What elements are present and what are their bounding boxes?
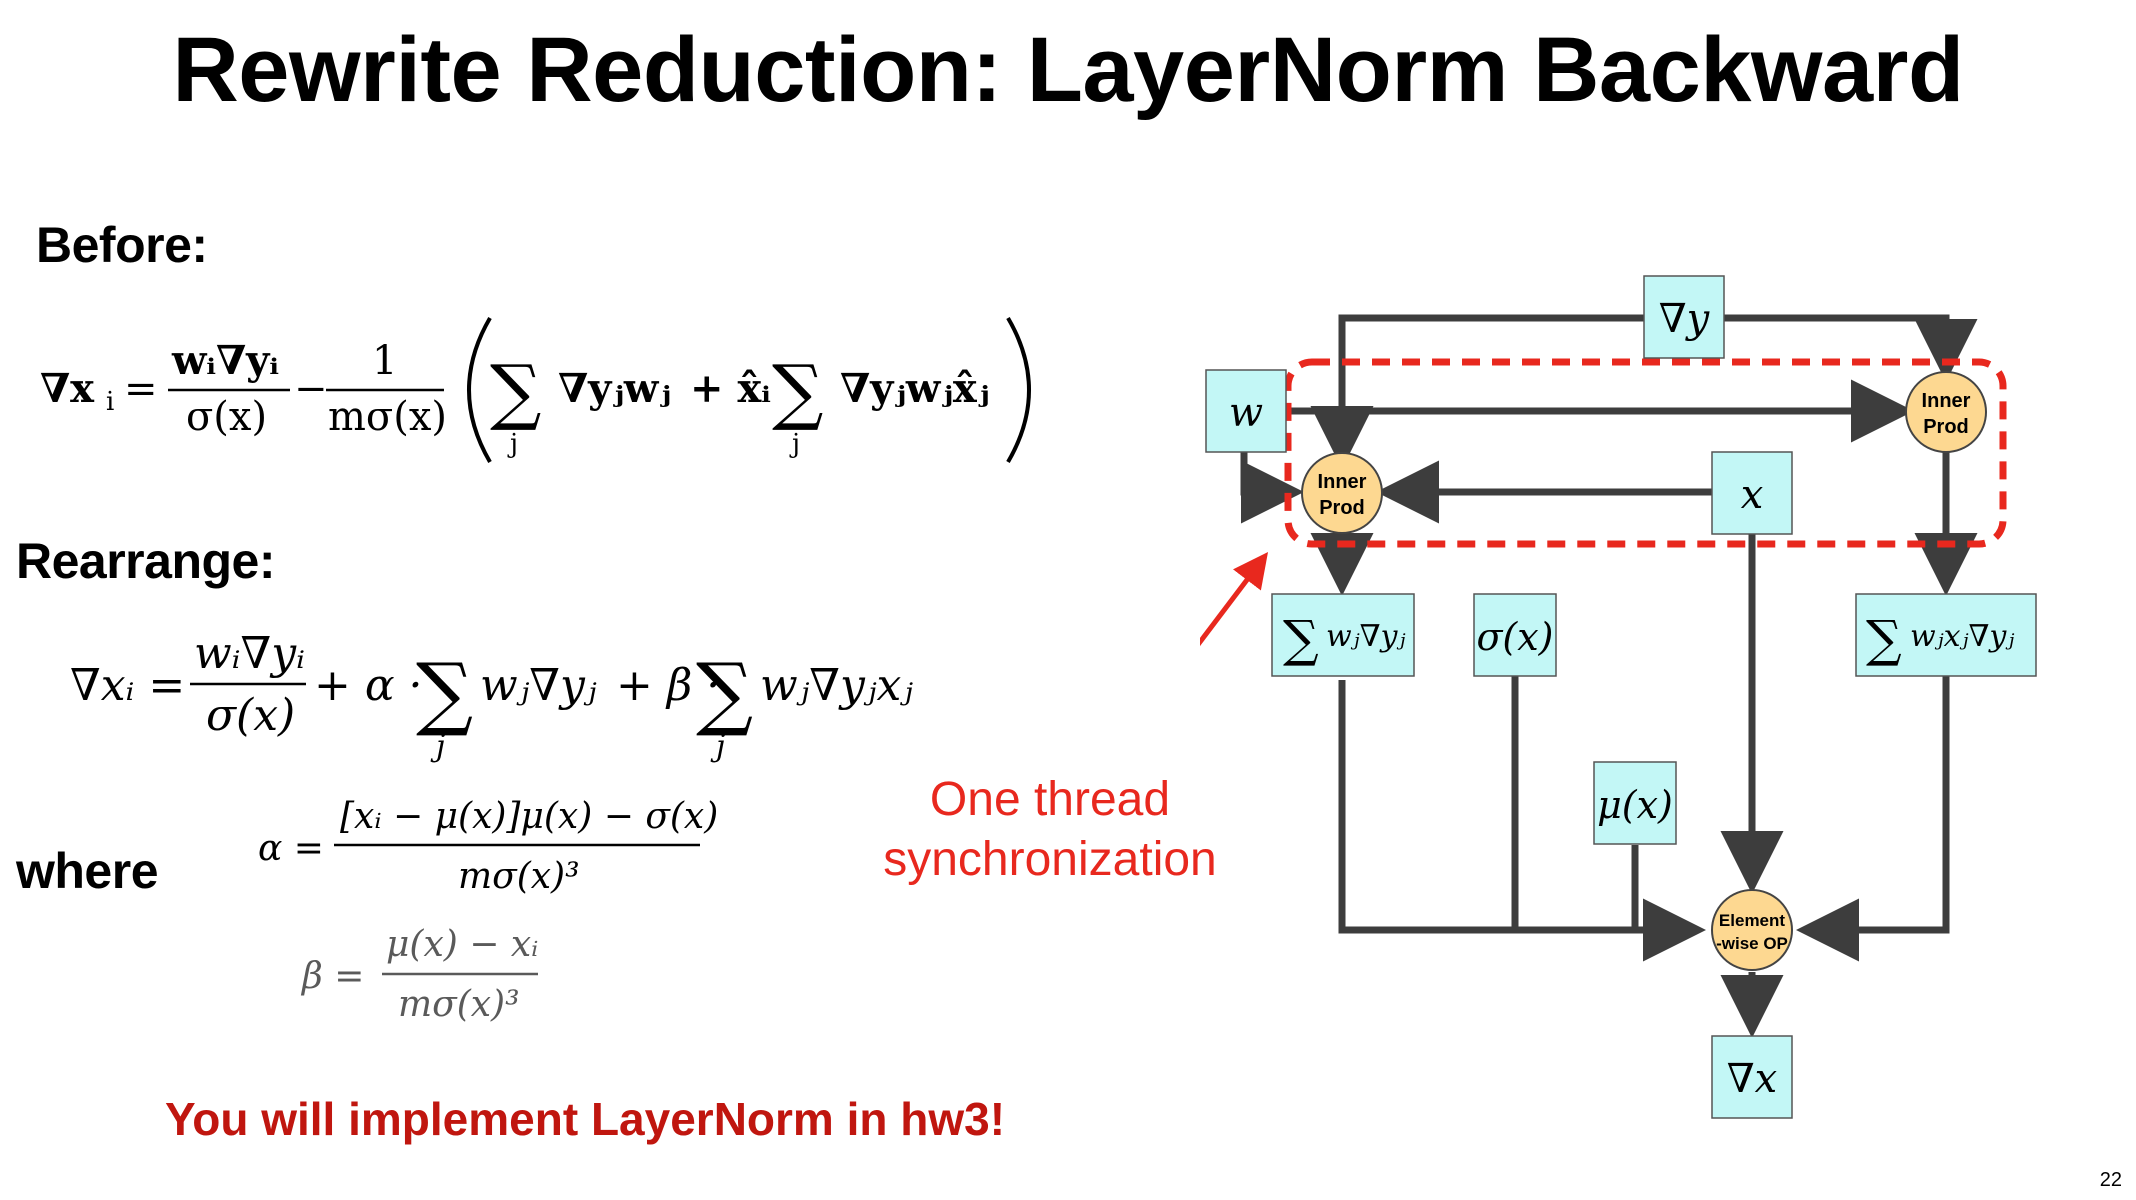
sync-pointer-arrow (1200, 552, 1269, 647)
sync-note: One thread synchronization (860, 770, 1240, 890)
svg-text:Inner: Inner (1922, 390, 1971, 412)
before-sum-a-term: ∇yⱼwⱼ (558, 365, 671, 412)
alpha-den: mσ(x)³ (458, 856, 580, 897)
alpha-lhs: α = (258, 828, 324, 869)
rearrange-sum-b-symbol: ∑ (696, 646, 753, 739)
rearrange-label: Rearrange: (16, 533, 276, 589)
rearrange-t1-num: wᵢ∇yᵢ (194, 628, 305, 679)
box-grad-y: ∇y (1643, 275, 1725, 359)
box-x: x (1711, 451, 1793, 535)
before-sum-b-symbol: ∑ (772, 349, 823, 433)
beta-formula: β = μ(x) − xᵢ mσ(x)³ (300, 924, 538, 1025)
svg-text:∇x: ∇x (1727, 1056, 1778, 1102)
rearrange-t1-den: σ(x) (206, 690, 295, 741)
before-t2-num: 1 (372, 338, 397, 384)
before-lhs: ∇x (40, 365, 95, 412)
before-t2-den: mσ(x) (328, 394, 447, 440)
edge-grady-innerprod-right (1700, 314, 1978, 382)
before-plus-xhat: + x̂ᵢ (690, 365, 771, 412)
connectors (1240, 314, 1978, 1038)
before-right-paren (1006, 316, 1031, 464)
edge-sum-left-elementwise (1338, 680, 1706, 962)
before-lhs-sub: i (106, 387, 114, 417)
sync-note-line2: synchronization (883, 833, 1217, 886)
before-minus: − (294, 366, 328, 412)
slide-title: Rewrite Reduction: LayerNorm Backward (172, 19, 1964, 121)
rearrange-sum-b-term: wⱼ∇yⱼxⱼ (760, 660, 913, 711)
where-label: where (16, 843, 159, 899)
svg-text:Prod: Prod (1923, 416, 1969, 438)
box-mu: μ(x) (1593, 761, 1677, 845)
box-grad-x: ∇x (1711, 1035, 1793, 1119)
before-label: Before: (36, 217, 208, 273)
alpha-formula: α = [xᵢ − μ(x)]μ(x) − σ(x) mσ(x)³ (258, 796, 718, 897)
svg-text:σ(x): σ(x) (1476, 615, 1553, 659)
homework-note: You will implement LayerNorm in hw3! (164, 1093, 1006, 1145)
rearrange-formula: ∇xᵢ = wᵢ∇yᵢ σ(x) + α · ∑ j wⱼ∇yⱼ + β · ∑… (70, 628, 913, 764)
rearrange-beta: + β · (616, 660, 720, 711)
page-number: 22 (2099, 1169, 2122, 1191)
before-t1-num: wᵢ∇yᵢ (171, 337, 279, 384)
rearrange-lhs: ∇xᵢ = (70, 660, 185, 711)
sync-region-highlight (1284, 358, 2007, 548)
svg-text:wⱼxⱼ∇yⱼ: wⱼxⱼ∇yⱼ (1910, 619, 2014, 654)
box-sigma: σ(x) (1473, 593, 1557, 677)
edge-sum-right-elementwise (1796, 676, 1950, 962)
before-eq: = (124, 366, 158, 412)
before-sum-b-index: j (789, 429, 800, 459)
beta-den: mσ(x)³ (398, 984, 520, 1025)
svg-text:x: x (1741, 472, 1764, 518)
before-sum-a-index: j (507, 429, 518, 459)
formula-area: ∇x i = wᵢ∇yᵢ σ(x) − 1 mσ(x) ∑ j ∇yⱼwⱼ + … (40, 316, 1031, 1025)
rearrange-sum-a-term: wⱼ∇yⱼ (480, 660, 597, 711)
before-sum-a-symbol: ∑ (490, 349, 541, 433)
edge-grady-innerprod-left (1310, 314, 1644, 469)
svg-text:∑: ∑ (1283, 610, 1319, 668)
before-t1-den: σ(x) (186, 394, 267, 440)
svg-text:Inner: Inner (1318, 471, 1367, 493)
node-inner-prod-right: Inner Prod (1905, 371, 1987, 453)
node-inner-prod-left: Inner Prod (1301, 452, 1383, 534)
before-sum-b-term: ∇yⱼwⱼx̂ⱼ (840, 365, 989, 412)
svg-text:∑: ∑ (1866, 610, 1902, 668)
beta-lhs: β = (300, 956, 364, 997)
svg-text:∇y: ∇y (1659, 296, 1711, 342)
svg-text:Element: Element (1719, 911, 1785, 930)
sync-note-line1: One thread (929, 773, 1171, 826)
node-elementwise-op: Element -wise OP (1711, 889, 1793, 971)
before-formula: ∇x i = wᵢ∇yᵢ σ(x) − 1 mσ(x) ∑ j ∇yⱼwⱼ + … (40, 316, 1031, 464)
edge-w-innerprod-left (1240, 452, 1304, 524)
svg-text:μ(x): μ(x) (1597, 783, 1673, 827)
svg-text:-wise OP: -wise OP (1716, 934, 1788, 953)
dataflow-diagram: ∇y w x ∑ wⱼ∇yⱼ σ(x) ∑ wⱼxⱼ∇yⱼ μ(x) (1200, 275, 2037, 1119)
alpha-num: [xᵢ − μ(x)]μ(x) − σ(x) (340, 796, 718, 837)
svg-text:w: w (1229, 390, 1263, 436)
svg-text:Prod: Prod (1319, 497, 1365, 519)
rearrange-alpha: + α · (314, 660, 423, 711)
box-sum-w-grad-y: ∑ wⱼ∇yⱼ (1271, 593, 1415, 677)
rearrange-sum-a-symbol: ∑ (416, 646, 473, 739)
box-sum-w-x-grad-y: ∑ wⱼxⱼ∇yⱼ (1855, 593, 2037, 677)
beta-num: μ(x) − xᵢ (386, 924, 538, 965)
svg-text:wⱼ∇yⱼ: wⱼ∇yⱼ (1326, 619, 1405, 654)
box-w: w (1205, 369, 1287, 453)
before-left-paren (467, 316, 492, 464)
